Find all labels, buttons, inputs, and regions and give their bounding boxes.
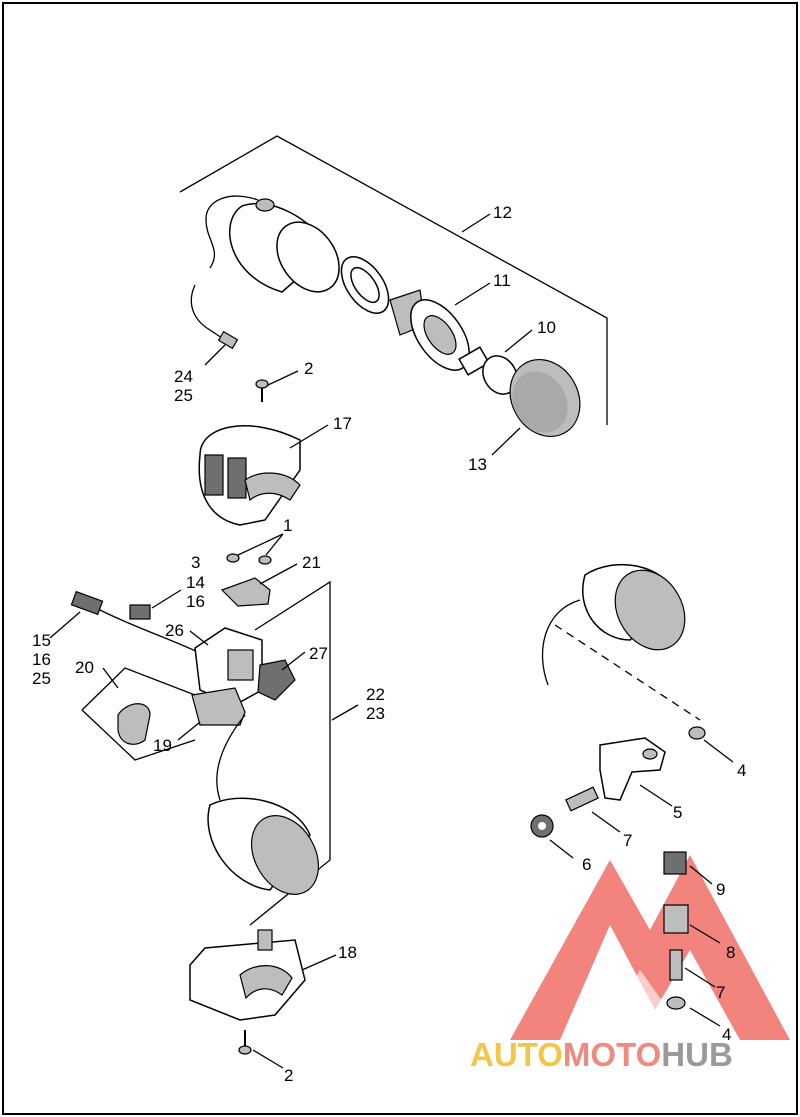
label-8: 8 — [726, 943, 735, 962]
label-12: 12 — [493, 203, 512, 222]
label-4-top: 4 — [737, 761, 746, 780]
fitting-9 — [663, 851, 687, 875]
switch-module-26 — [194, 627, 263, 706]
lower-turn-signal — [207, 714, 320, 895]
bushing-6 — [530, 814, 554, 838]
screw-2-bottom — [238, 1030, 252, 1055]
label-23: 23 — [366, 704, 385, 723]
wire-connector-24 — [190, 284, 239, 350]
label-3: 3 — [191, 553, 200, 572]
stud-7-bottom — [669, 949, 683, 981]
label-26: 26 — [165, 621, 184, 640]
label-11: 11 — [493, 271, 511, 290]
nut-4-bottom — [666, 996, 686, 1010]
screw-2-top — [255, 379, 269, 402]
label-5: 5 — [673, 803, 682, 822]
lamp-socket-11 — [389, 289, 470, 371]
label-20: 20 — [75, 658, 94, 677]
label-2-bottom: 2 — [284, 1066, 293, 1085]
label-16-top: 16 — [186, 592, 205, 611]
label-27: 27 — [309, 644, 328, 663]
label-21: 21 — [302, 553, 321, 572]
screws-1 — [226, 553, 272, 565]
cap-20 — [81, 667, 196, 761]
label-18: 18 — [338, 943, 357, 962]
label-4-bottom: 4 — [722, 1025, 731, 1044]
watermark-logo — [510, 855, 790, 1040]
mount-bracket-5 — [599, 737, 666, 801]
label-19: 19 — [153, 736, 172, 755]
label-24: 24 — [174, 367, 193, 386]
group-bracket-12 — [179, 135, 608, 425]
label-25-top: 25 — [174, 386, 193, 405]
label-25: 25 — [32, 669, 51, 688]
svg-text:AUTOMOTOHUB: AUTOMOTOHUB — [470, 1036, 733, 1073]
leader-lines — [49, 213, 734, 1069]
turn-signal-housing — [205, 195, 340, 293]
switch-housing-upper-17 — [198, 425, 301, 526]
watermark-auto: AUTO — [470, 1036, 563, 1073]
label-16: 16 — [32, 650, 51, 669]
label-15: 15 — [32, 631, 51, 650]
label-10: 10 — [537, 318, 556, 337]
switch-housing-lower-18 — [189, 929, 306, 1021]
watermark-moto: MOTO — [563, 1036, 661, 1073]
label-22: 22 — [366, 685, 385, 704]
bulb-10 — [458, 346, 518, 395]
stud-7-top — [565, 786, 599, 812]
nut-8 — [663, 904, 689, 934]
label-14: 14 — [186, 573, 205, 592]
clip-21 — [220, 577, 271, 607]
callout-labels: 12 11 10 24 25 2 17 13 1 3 21 14 16 15 1… — [32, 203, 746, 1085]
watermark-hub: HUB — [661, 1036, 733, 1073]
label-2-top: 2 — [304, 359, 313, 378]
switch-27 — [257, 659, 296, 701]
label-9: 9 — [716, 880, 725, 899]
right-turn-signal — [541, 563, 701, 721]
label-17: 17 — [333, 414, 352, 433]
lens-13 — [509, 359, 581, 437]
label-6: 6 — [582, 855, 591, 874]
label-7-top: 7 — [623, 831, 632, 850]
socket-seal — [340, 256, 390, 314]
watermark-wordmark: AUTOMOTOHUB — [470, 1036, 733, 1073]
label-1: 1 — [283, 516, 292, 535]
nut-4-top — [688, 726, 706, 740]
label-7-bottom: 7 — [716, 983, 725, 1002]
label-13: 13 — [468, 455, 487, 474]
switch-19 — [191, 687, 246, 726]
